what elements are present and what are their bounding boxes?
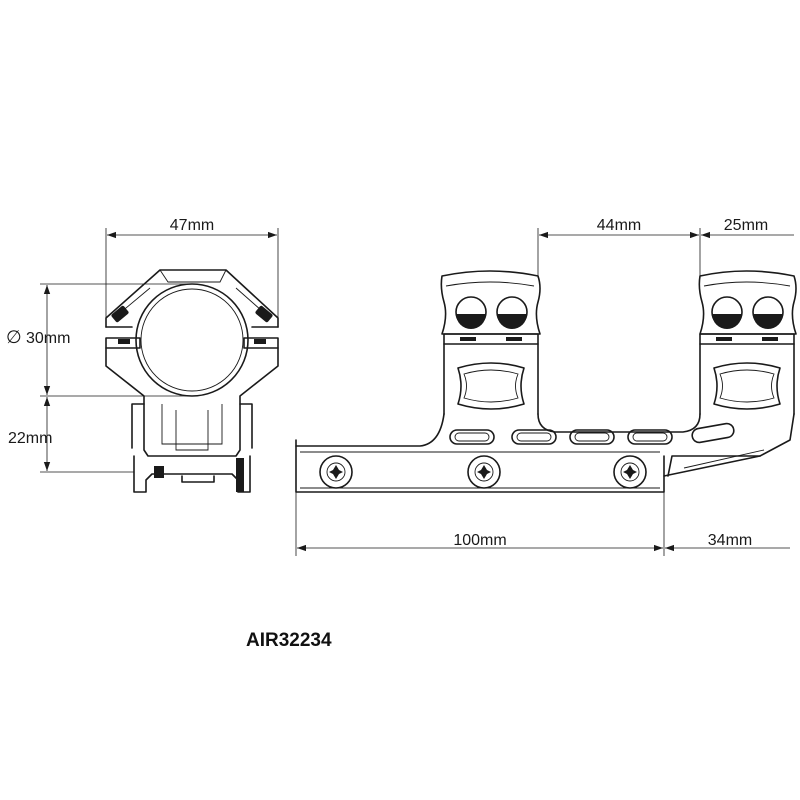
ring-height-label: 22mm [8, 430, 52, 447]
ring-diameter-label: 30mm [26, 330, 70, 347]
side-view-dimensions [295, 228, 794, 556]
ring-width-label: 47mm [170, 217, 214, 234]
ring-clamp-width-label: 25mm [724, 217, 768, 234]
part-number: AIR32234 [246, 630, 332, 651]
front-view [105, 269, 279, 493]
side-view [295, 270, 797, 493]
offset-label: 34mm [708, 532, 752, 549]
ring-spacing-label: 44mm [597, 217, 641, 234]
base-length-label: 100mm [453, 532, 506, 549]
diameter-symbol: ∅ [6, 327, 22, 347]
front-view-dimensions [40, 228, 279, 473]
